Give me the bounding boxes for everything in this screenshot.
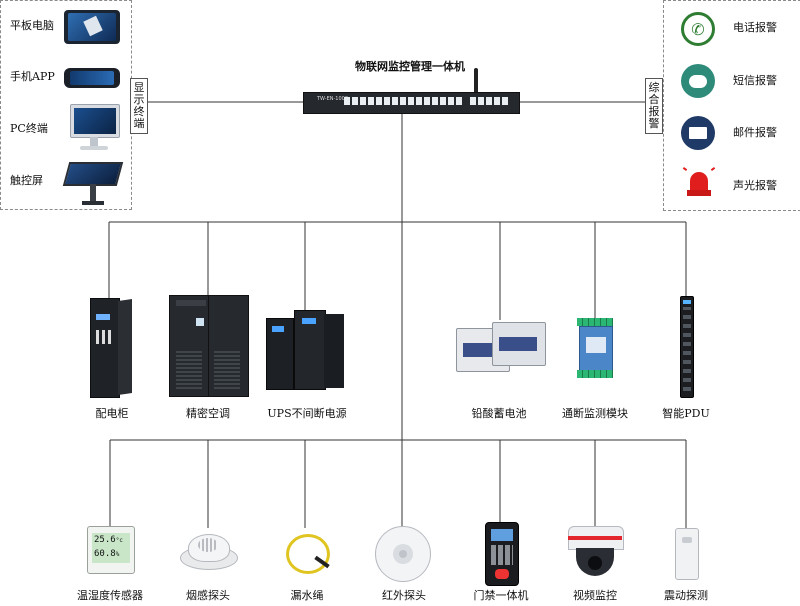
device-label-camera: 视频监控 [573,589,617,602]
io-module-icon [577,318,613,378]
humidity-value: 60.8 [94,549,116,559]
device-label-precision-ac: 精密空调 [186,407,230,420]
alarms-group [663,0,800,211]
alarm-label-siren: 声光报警 [733,179,777,192]
hub-antenna [474,68,478,94]
mail-icon [681,116,715,150]
device-label-access-control: 门禁一体机 [473,589,529,602]
device-label-temp-humidity: 温湿度传感器 [77,589,143,602]
hub-ports [344,97,464,105]
terminal-label-app: 手机APP [10,70,55,83]
sensor-display: 25.6°c 60.8% [92,533,130,563]
siren-icon [682,167,716,200]
temperature-unit: °c [115,537,123,544]
alarm-label-mail: 邮件报警 [733,126,777,139]
monitoring-host-device: TW-EN-1000 [303,92,520,114]
sms-icon [681,64,715,98]
hub-model-label: TW-EN-1000 [317,96,349,102]
smoke-detector-icon [180,528,238,578]
temp-humidity-sensor-icon: 25.6°c 60.8% [87,526,135,574]
hub-ports-2 [470,97,510,105]
infrared-detector-icon [375,526,431,582]
pc-monitor-icon [68,104,120,152]
access-control-icon [485,522,519,586]
water-leak-rope-icon [284,530,332,574]
device-label-water-leak: 漏水绳 [290,589,324,602]
pdu-icon [680,296,694,398]
vibration-detector-icon [675,528,699,580]
alarm-label-phone: 电话报警 [733,21,777,34]
device-label-pdu: 智能PDU [662,407,710,420]
terminal-label-pc: PC终端 [10,122,48,135]
battery-icon [456,320,546,372]
phone-icon [64,68,120,88]
temperature-value: 25.6 [94,535,116,545]
device-label-vibration: 震动探测 [664,589,708,602]
humidity-unit: % [115,551,120,558]
alarm-label-sms: 短信报警 [733,74,777,87]
ups-icon [266,308,346,390]
device-label-smoke: 烟感探头 [186,589,230,602]
terminal-label-tablet: 平板电脑 [10,19,54,32]
power-cabinet-icon [90,298,134,398]
precision-ac-icon [169,295,249,397]
touchscreen-kiosk-icon [62,160,124,206]
device-label-io-module: 通断监测模块 [562,407,628,420]
phone-icon: ✆ [681,12,715,46]
alarms-label: 综合报警 [645,78,663,134]
device-label-ups: UPS不间断电源 [267,407,347,420]
display-terminals-label: 显示终端 [130,78,148,134]
device-label-power-cabinet: 配电柜 [95,407,129,420]
hub-title: 物联网监控管理一体机 [355,60,465,73]
device-label-infrared: 红外探头 [382,589,426,602]
tablet-icon [64,10,120,44]
device-label-battery: 铅酸蓄电池 [471,407,527,420]
terminal-label-touchscreen: 触控屏 [10,174,43,187]
camera-icon [566,526,624,580]
